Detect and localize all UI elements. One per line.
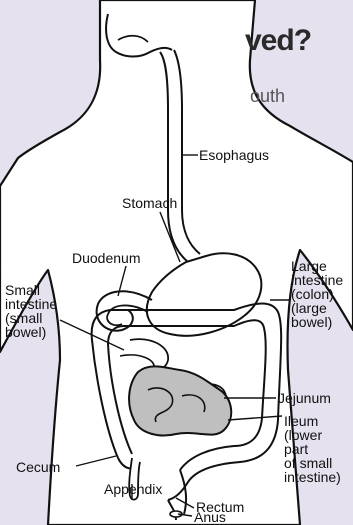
label-cecum: Cecum [16,460,60,474]
page-subheading: outh [250,86,285,107]
label-stomach: Stomach [122,196,177,210]
label-ileum: Ileum (lower part of small intestine) [284,414,353,484]
label-esophagus: Esophagus [199,148,269,162]
label-small-intestine: Small intestine (small bowel) [5,283,65,339]
label-jejunum: Jejunum [278,391,331,405]
label-appendix: Appendix [104,482,162,496]
label-large-intestine: Large intestine (colon) (large bowel) [291,259,353,329]
label-anus: Anus [194,510,226,524]
page-heading: ved? [245,24,311,58]
label-duodenum: Duodenum [72,251,141,265]
